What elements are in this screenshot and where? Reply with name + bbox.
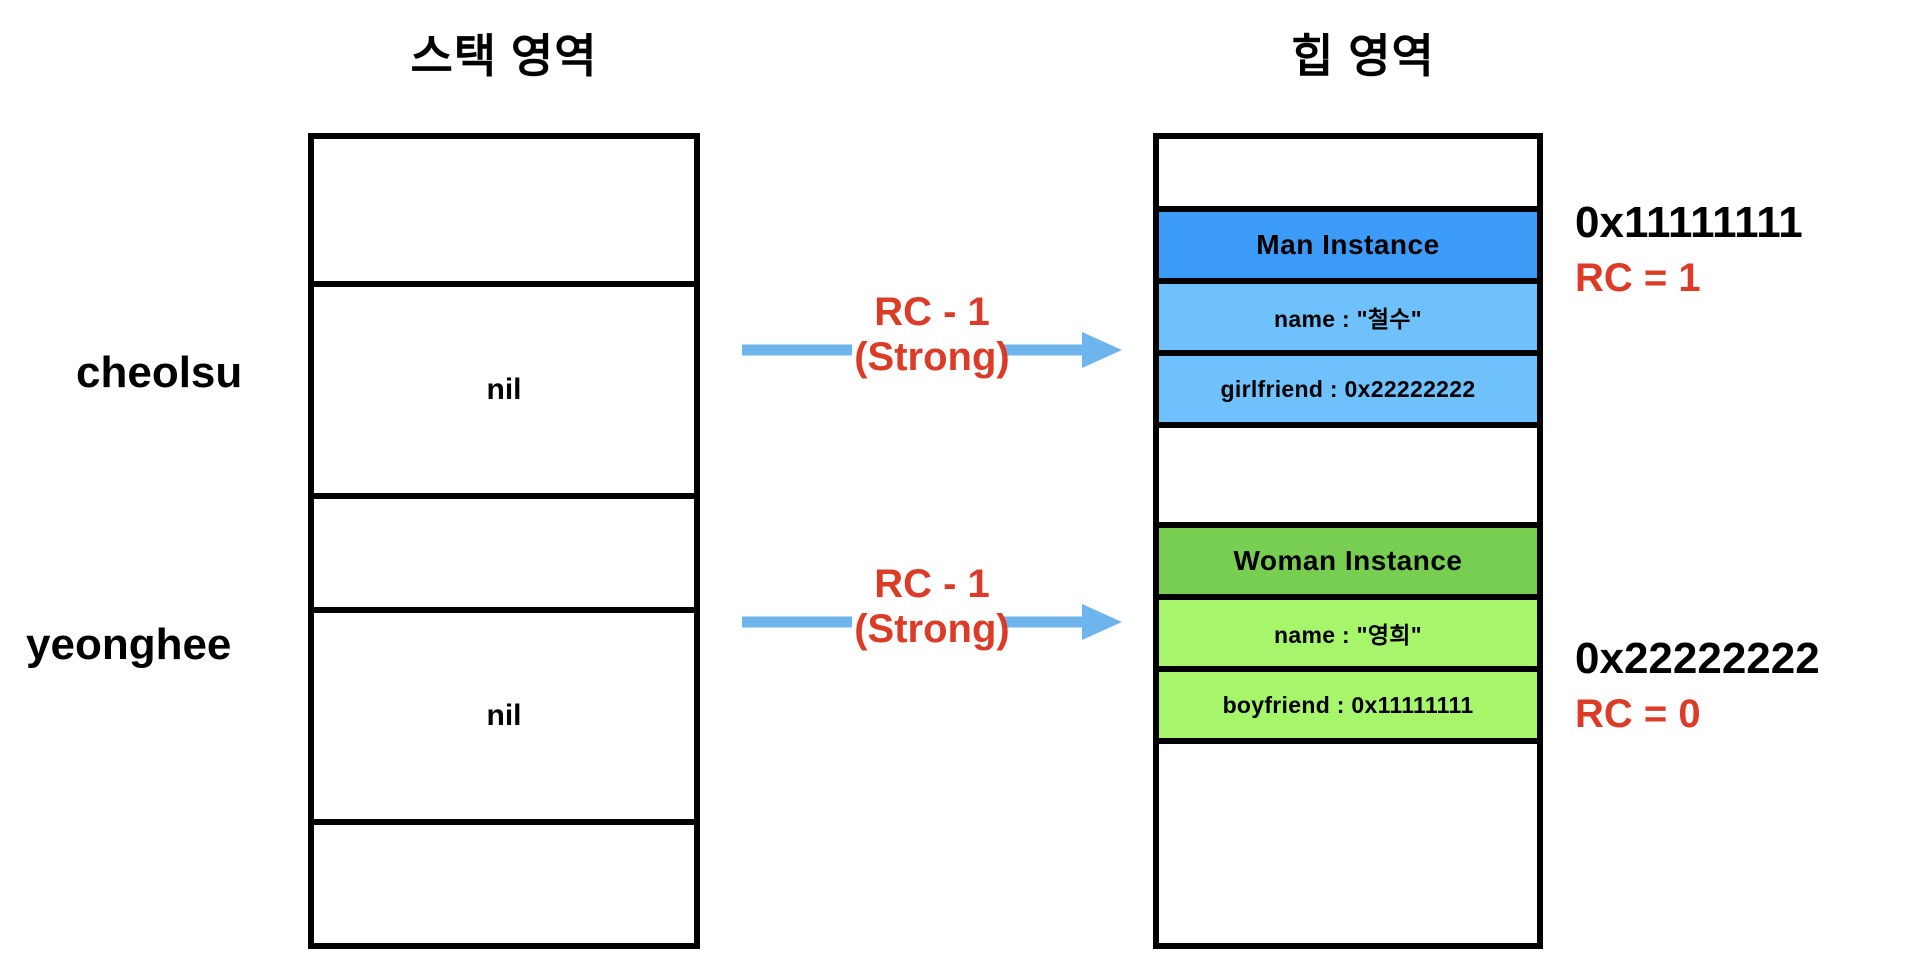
address-annotation-man: 0x11111111 RC = 1: [1575, 198, 1803, 302]
heap-area-title: 힙 영역: [1291, 30, 1435, 82]
heap-row-man-girlfriend: girlfriend : 0x22222222: [1159, 356, 1537, 428]
stack-row-empty-top: [314, 139, 694, 287]
heap-row-empty-bottom: [1159, 744, 1537, 943]
reference-count-woman: RC = 0: [1575, 692, 1701, 737]
heap-row-woman-name: name : "영희": [1159, 600, 1537, 672]
heap-row-woman-boyfriend: boyfriend : 0x11111111: [1159, 672, 1537, 744]
stack-area-title: 스택 영역: [410, 30, 598, 82]
stack-variable-label-cheolsu: cheolsu: [76, 348, 243, 397]
stack-row-empty-middle: [314, 499, 694, 613]
reference-count-man: RC = 1: [1575, 256, 1701, 301]
stack-row-yeonghee: nil: [314, 613, 694, 825]
address-value-woman: 0x22222222: [1575, 634, 1820, 683]
arrow-cheolsu-to-man-instance: RC - 1 (Strong): [742, 290, 1122, 410]
heap-row-man-name: name : "철수": [1159, 284, 1537, 356]
heap-row-man-instance-header: Man Instance: [1159, 212, 1537, 284]
arrow-yeonghee-to-woman-instance: RC - 1 (Strong): [742, 562, 1122, 682]
heap-row-empty-middle: [1159, 428, 1537, 528]
arrow-shaft-icon: [742, 332, 1122, 368]
address-value-man: 0x11111111: [1575, 198, 1803, 247]
stack-row-empty-bottom: [314, 825, 694, 943]
stack-memory-table: nil nil: [308, 133, 700, 949]
heap-row-empty-top: [1159, 139, 1537, 212]
address-annotation-woman: 0x22222222 RC = 0: [1575, 634, 1820, 738]
stack-row-cheolsu: nil: [314, 287, 694, 499]
heap-memory-table: Man Instance name : "철수" girlfriend : 0x…: [1153, 133, 1543, 949]
stack-variable-label-yeonghee: yeonghee: [26, 620, 232, 669]
heap-row-woman-instance-header: Woman Instance: [1159, 528, 1537, 600]
arrow-shaft-icon: [742, 604, 1122, 640]
